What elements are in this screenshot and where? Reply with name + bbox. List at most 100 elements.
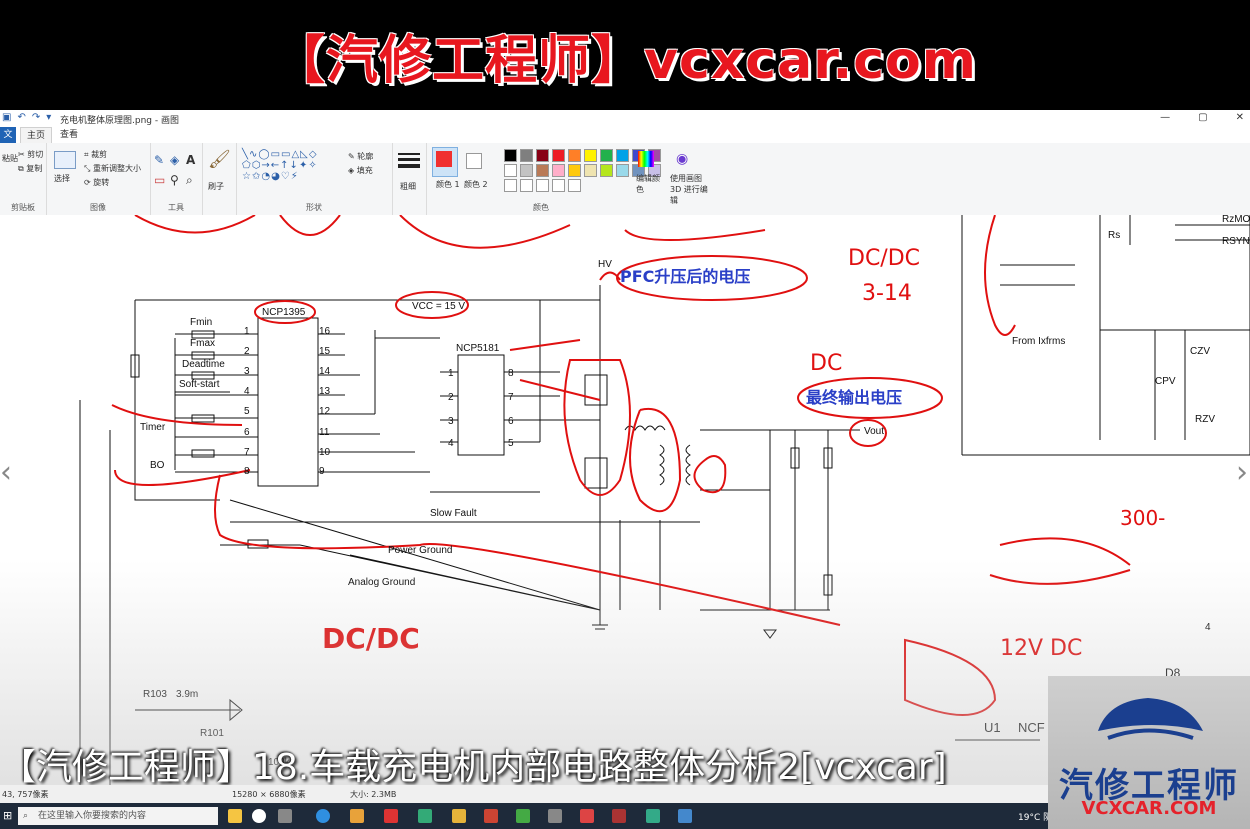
tab-home[interactable]: 主页: [20, 127, 52, 144]
logo-main-text: 汽修工程师: [1059, 766, 1239, 806]
color2-swatch[interactable]: [466, 153, 482, 169]
app-icon[interactable]: [484, 809, 498, 823]
next-arrow-icon[interactable]: ›: [1236, 455, 1248, 490]
fmax-label: Fmax: [190, 338, 215, 349]
brushes-group: 🖌 刷子: [202, 143, 237, 215]
palette-swatch[interactable]: [552, 179, 565, 192]
weather-widget[interactable]: 19°C 阴: [1018, 813, 1053, 823]
fill-button[interactable]: ◈ 填充: [348, 166, 373, 175]
palette-swatch[interactable]: [520, 164, 533, 177]
softstart-label: Soft-start: [179, 379, 220, 390]
dc-annotation: DC: [810, 351, 842, 376]
palette-swatch[interactable]: [600, 164, 613, 177]
outline-button[interactable]: ✎ 轮廓: [348, 152, 374, 161]
edit-colors-button[interactable]: 编辑颜色: [636, 174, 660, 194]
edge-icon[interactable]: [316, 809, 330, 823]
app-icon[interactable]: [418, 809, 432, 823]
eraser-icon[interactable]: ▭: [154, 173, 166, 187]
palette-swatch[interactable]: [536, 164, 549, 177]
paste-button[interactable]: 粘贴: [2, 154, 18, 163]
brush-icon[interactable]: 🖌: [208, 149, 231, 170]
window-controls: — ▢ ✕: [1160, 112, 1244, 123]
window-titlebar: ▣ ↶ ↷ ▾ 充电机整体原理图.png - 画图 — ▢ ✕: [0, 110, 1250, 127]
folder-icon[interactable]: [350, 809, 364, 823]
palette-swatch[interactable]: [584, 149, 597, 162]
paint3d-icon[interactable]: ◉: [676, 151, 689, 167]
shapes-gallery-icon[interactable]: ╲∿◯▭▭△◺◇⬠⬡→←↑↓✦✧☆✩◔◕♡⚡: [242, 149, 318, 182]
undo-icon[interactable]: ↶: [17, 112, 26, 123]
app-icon[interactable]: [278, 809, 292, 823]
save-icon[interactable]: ▣: [2, 112, 12, 123]
tab-view[interactable]: 查看: [60, 130, 79, 140]
palette-swatch[interactable]: [648, 164, 661, 177]
app-icon[interactable]: [252, 809, 266, 823]
maximize-button[interactable]: ▢: [1198, 112, 1208, 123]
palette-swatch[interactable]: [584, 164, 597, 177]
palette-swatch[interactable]: [504, 164, 517, 177]
paint3d-button[interactable]: 使用画图 3D 进行编辑: [670, 174, 708, 205]
app-icon[interactable]: [612, 809, 626, 823]
customize-icon[interactable]: ▾: [46, 112, 52, 123]
text-icon[interactable]: A: [186, 153, 196, 167]
pencil-icon[interactable]: ✎: [154, 153, 165, 167]
fill-label: 填充: [356, 166, 373, 175]
edit-colors-icon[interactable]: [638, 151, 654, 167]
status-bar: 43, 757像素 15280 × 6880像素 大小: 2.3MB: [0, 785, 1250, 803]
palette-swatch[interactable]: [616, 149, 629, 162]
palette-swatch[interactable]: [568, 164, 581, 177]
palette-swatch[interactable]: [568, 179, 581, 192]
rzmo-label: RzMO: [1222, 215, 1250, 225]
crop-button[interactable]: ⌗ 裁剪: [84, 150, 108, 159]
pin-label: 13: [319, 386, 331, 397]
palette-swatch[interactable]: [520, 179, 533, 192]
size-button[interactable]: 粗细: [400, 182, 416, 191]
image-group-label: 图像: [90, 203, 106, 212]
palette-swatch[interactable]: [552, 164, 565, 177]
palette-swatch[interactable]: [568, 149, 581, 162]
select-button[interactable]: 选择: [54, 174, 70, 183]
rotate-button[interactable]: ⟳ 旋转: [84, 178, 110, 187]
taskbar-search[interactable]: ⌕ 在这里输入你要搜索的内容: [18, 807, 218, 825]
select-icon[interactable]: [54, 151, 76, 169]
cut-button[interactable]: ✂ 剪切: [18, 150, 44, 159]
palette-swatch[interactable]: [552, 149, 565, 162]
copy-button[interactable]: ⧉ 复制: [18, 164, 43, 173]
size-group: 粗细: [392, 143, 427, 215]
minimize-button[interactable]: —: [1160, 112, 1171, 123]
hv-label: HV: [598, 259, 612, 270]
app-icon[interactable]: [580, 809, 594, 823]
app-icon[interactable]: [678, 809, 692, 823]
start-icon[interactable]: ⊞: [3, 809, 13, 822]
color-picker-icon[interactable]: ⚲: [170, 173, 179, 187]
app-icon[interactable]: [228, 809, 242, 823]
redo-icon[interactable]: ↷: [31, 112, 41, 123]
brushes-button[interactable]: 刷子: [208, 182, 224, 191]
palette-swatch[interactable]: [536, 149, 549, 162]
app-icon[interactable]: [452, 809, 466, 823]
palette-swatch[interactable]: [520, 149, 533, 162]
rsyn-label: RSYN: [1222, 236, 1250, 247]
app-icon[interactable]: [548, 809, 562, 823]
window-title: 充电机整体原理图.png - 画图: [60, 116, 179, 126]
close-button[interactable]: ✕: [1235, 112, 1244, 123]
palette-swatch[interactable]: [504, 149, 517, 162]
palette-swatch[interactable]: [536, 179, 549, 192]
pin-label: 7: [244, 447, 250, 458]
image-group: 选择 ⌗ 裁剪 ⤡ 重新调整大小 ⟳ 旋转 图像: [46, 143, 151, 215]
app-icon[interactable]: [646, 809, 660, 823]
prev-arrow-icon[interactable]: ‹: [0, 455, 12, 490]
ribbon-tabs: 文件 主页 查看: [0, 127, 1250, 156]
palette-swatch[interactable]: [504, 179, 517, 192]
app-icon[interactable]: [384, 809, 398, 823]
color1-swatch: [436, 151, 452, 167]
magnifier-icon[interactable]: ⌕: [186, 173, 193, 187]
resize-button[interactable]: ⤡ 重新调整大小: [84, 164, 141, 173]
palette-swatch[interactable]: [616, 164, 629, 177]
ncp5181-label: NCP5181: [456, 343, 500, 354]
fill-icon[interactable]: ◈: [170, 153, 180, 167]
analog-ground-label: Analog Ground: [348, 577, 415, 588]
rzv-label: RZV: [1195, 414, 1215, 425]
app-icon[interactable]: [516, 809, 530, 823]
palette-swatch[interactable]: [600, 149, 613, 162]
tab-file[interactable]: 文件: [0, 127, 16, 156]
